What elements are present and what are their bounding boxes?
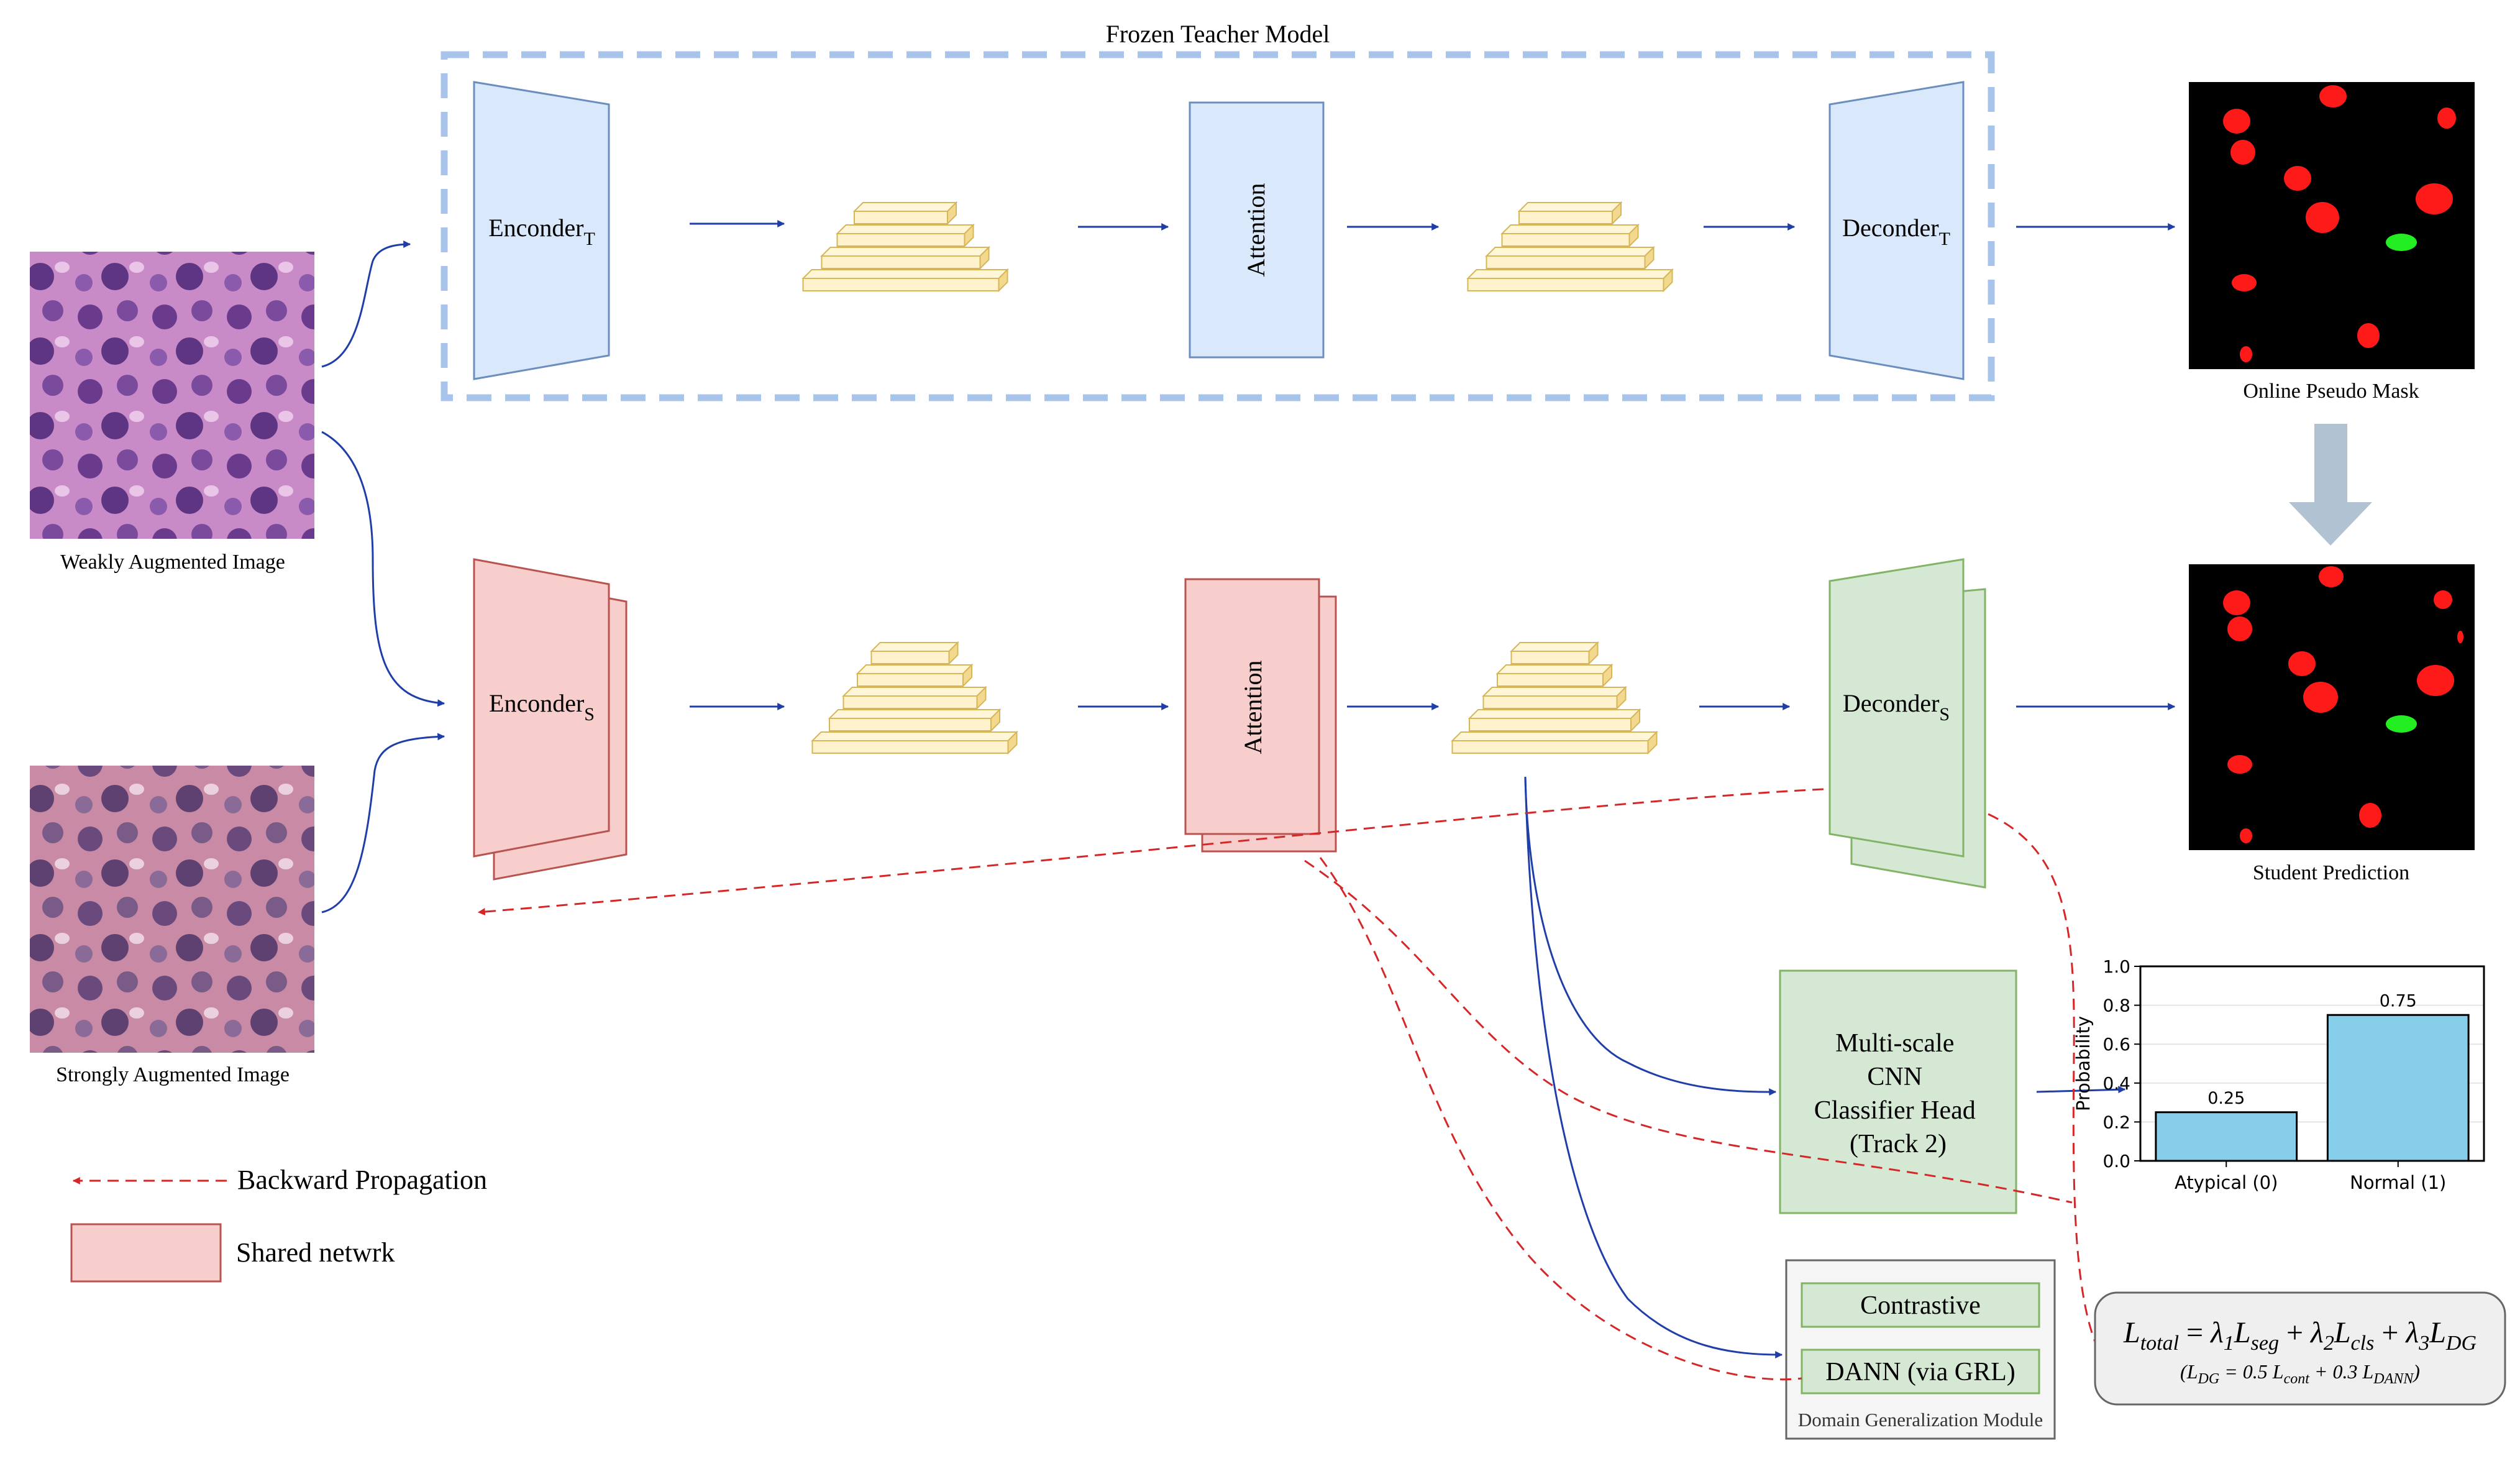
- student-decoder-label: Deconder: [1843, 689, 1939, 717]
- strong-augmented-label: Strongly Augmented Image: [56, 1063, 290, 1086]
- chart-ytick-label: 1.0: [2102, 956, 2130, 977]
- chart-data-label: 0.25: [2207, 1089, 2245, 1108]
- classifier-head: Multi-scale CNN Classifier Head (Track 2…: [1779, 969, 2017, 1214]
- student-pyr1-slab-3: [828, 708, 1002, 733]
- teacher-encoder-label: Enconder: [488, 214, 583, 242]
- classifier-line-2: CNN: [1867, 1063, 1922, 1091]
- arrow-classifier-chart: [2036, 1086, 2126, 1094]
- classifier-line-3: Classifier Head: [1814, 1096, 1976, 1125]
- contrastive-label: Contrastive: [1860, 1291, 1981, 1320]
- contrastive-block: [1801, 1282, 2040, 1328]
- teacher-pyr1-slab-2: [820, 245, 990, 270]
- student-pyr1-slab-4: [811, 730, 1018, 755]
- student-feature-pyramid-1: [811, 641, 1018, 755]
- arrow-feat-classifier: [1524, 776, 1777, 1096]
- teacher-pyr1-slab-3: [801, 268, 1009, 293]
- chart-ytick-label: 0.6: [2102, 1034, 2130, 1055]
- loss-formula-main: Ltotal = λ1Lseg + λ2Lcls + λ3LDG: [2123, 1316, 2477, 1355]
- svg-text:DeconderS: DeconderS: [1843, 689, 1950, 725]
- arrow-strong-student: [321, 733, 445, 914]
- teacher-pyr2-slab-1: [1500, 223, 1640, 248]
- student-pyr2-slab-2: [1482, 685, 1627, 710]
- backprop-attention-classifier: [1304, 859, 2073, 1204]
- domain-module-caption: Domain Generalization Module: [1798, 1409, 2043, 1431]
- chart-ytick-label: 0.0: [2102, 1151, 2130, 1171]
- classifier-line-1: Multi-scale: [1835, 1029, 1954, 1058]
- student-decoder-sub: S: [1939, 704, 1950, 725]
- student-encoder-label: Enconder: [489, 689, 584, 717]
- chart-ylabel: Probability: [2073, 1016, 2094, 1111]
- student-encoder: EnconderS: [473, 558, 628, 881]
- student-pyr1-slab-1: [856, 663, 974, 688]
- chart-ytick-label: 0.8: [2102, 996, 2130, 1016]
- student-pyr2-slab-1: [1495, 663, 1614, 688]
- svg-text:EnconderT: EnconderT: [488, 214, 595, 249]
- teacher-feature-pyramid-2: [1466, 201, 1674, 293]
- pseudo-mask-label: Online Pseudo Mask: [2243, 380, 2419, 403]
- teacher-attention-label: Attention: [1242, 183, 1270, 277]
- teacher-encoder: EnconderT: [473, 81, 610, 380]
- chart-bar: [2155, 1111, 2298, 1162]
- loss-formula-box: Ltotal = λ1Lseg + λ2Lcls + λ3LDG (LDG = …: [2094, 1291, 2506, 1406]
- student-pyr1-slab-2: [842, 685, 987, 710]
- chart-ytick-label: 0.4: [2102, 1073, 2130, 1094]
- arrow-feat-dann: [1524, 776, 1783, 1358]
- svg-text:EnconderS: EnconderS: [489, 689, 595, 725]
- chart-data-label: 0.75: [2380, 991, 2417, 1010]
- legend-backward-label: Backward Propagation: [237, 1165, 487, 1195]
- domain-generalization-module: Contrastive DANN (via GRL) Domain Genera…: [1785, 1259, 2056, 1440]
- teacher-pyr1-slab-1: [836, 223, 975, 248]
- teacher-decoder: DeconderT: [1828, 81, 1965, 380]
- teacher-pyr2-slab-2: [1485, 245, 1655, 270]
- teacher-title: Frozen Teacher Model: [1106, 20, 1330, 48]
- weak-augmented-label: Weakly Augmented Image: [60, 551, 285, 574]
- strong-augmented-image: [30, 766, 314, 1053]
- legend-shared-label: Shared netwrk: [236, 1237, 395, 1268]
- student-pyr2-slab-4: [1451, 730, 1658, 755]
- chart-xtick-label: Atypical (0): [2175, 1172, 2278, 1193]
- student-attention: Attention: [1184, 578, 1337, 853]
- student-attention-label: Attention: [1239, 660, 1267, 754]
- chart-xtick-label: Normal (1): [2350, 1172, 2446, 1193]
- classifier-line-4: (Track 2): [1850, 1130, 1947, 1158]
- teacher-attention: Attention: [1189, 101, 1325, 359]
- chart-bar: [2326, 1014, 2470, 1162]
- student-pyr2-slab-3: [1468, 708, 1641, 733]
- teacher-decoder-sub: T: [1939, 229, 1950, 249]
- chart-frame: [2139, 965, 2485, 1162]
- teacher-feature-pyramid-1: [801, 201, 1009, 293]
- online-pseudo-mask: [2189, 82, 2475, 369]
- legend: Backward Propagation Shared netwrk: [70, 1165, 487, 1283]
- teacher-pyr2-slab-0: [1517, 201, 1623, 226]
- backprop-decoder-encoder: [477, 788, 1824, 916]
- student-pyr2-slab-0: [1510, 641, 1599, 666]
- student-pyr1-slab-0: [870, 641, 959, 666]
- loss-formula-sub: (LDG = 0.5 Lcont + 0.3 LDANN): [2180, 1360, 2420, 1387]
- dann-label: DANN (via GRL): [1825, 1358, 2016, 1386]
- backprop-decoder-loss: [1988, 813, 2104, 1360]
- teacher-pyr2-slab-3: [1466, 268, 1674, 293]
- teacher-frame: [441, 51, 1995, 401]
- student-prediction-label: Student Prediction: [2253, 861, 2409, 884]
- teacher-pyr1-slab-0: [852, 201, 958, 226]
- chart-ytick-label: 0.2: [2102, 1112, 2130, 1132]
- arrow-weak-teacher: [321, 240, 411, 368]
- student-encoder-sub: S: [584, 704, 595, 725]
- weak-augmented-image: [30, 252, 314, 539]
- dann-block: [1801, 1349, 2040, 1395]
- teacher-decoder-label: Deconder: [1842, 214, 1938, 242]
- student-prediction-mask: [2189, 564, 2475, 850]
- svg-text:Multi-scale CNN Cl: Multi-scale CNN Classifier Head (Track 2…: [1814, 1029, 1983, 1158]
- arrow-weak-student: [321, 431, 445, 707]
- student-decoder: DeconderS: [1828, 558, 1986, 889]
- svg-text:DeconderT: DeconderT: [1842, 214, 1950, 249]
- pseudo-to-student-arrow: [2289, 424, 2372, 546]
- backprop-attention-dann: [1319, 857, 1802, 1381]
- legend-shared-swatch: [70, 1223, 222, 1283]
- teacher-encoder-sub: T: [583, 229, 595, 249]
- student-feature-pyramid-2: [1451, 641, 1658, 755]
